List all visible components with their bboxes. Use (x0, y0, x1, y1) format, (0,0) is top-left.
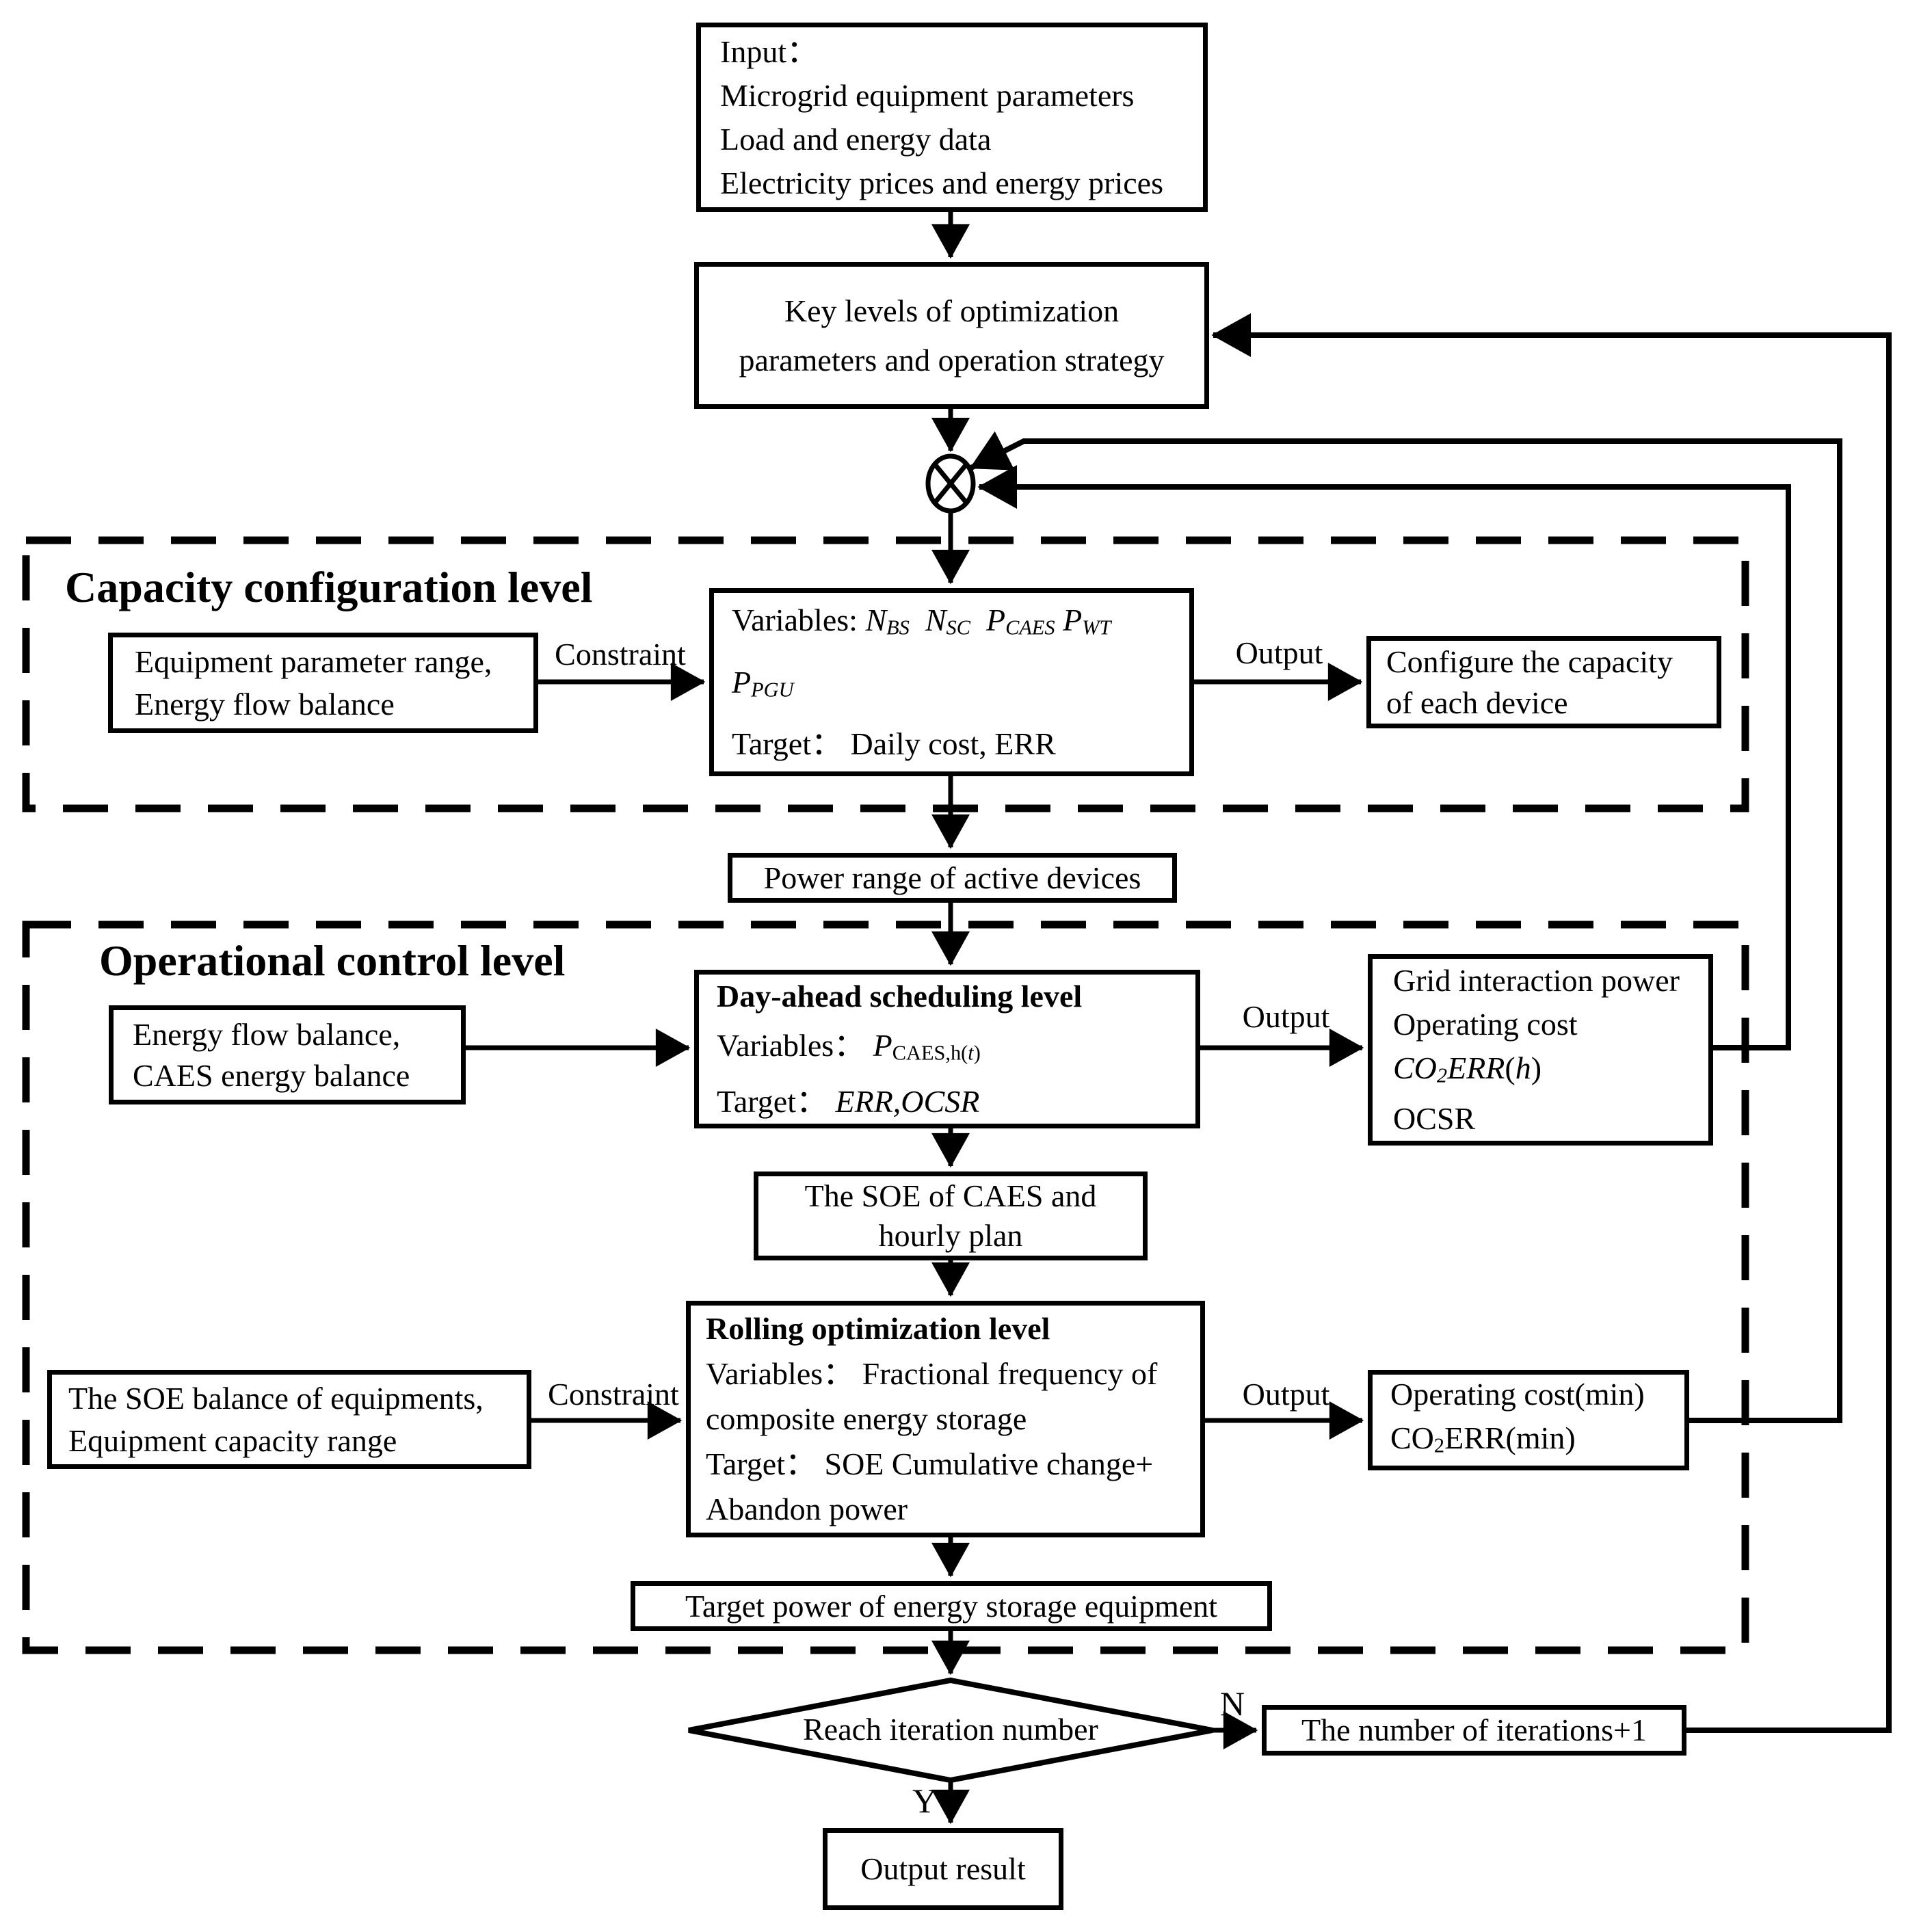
feedback-opcost-to-junction (969, 431, 1842, 1423)
capacity-dashed-region (22, 536, 1749, 812)
operating-cost-node: Operating cost(min)CO2ERR(min) (1368, 1370, 1689, 1470)
junction-multiplier-icon (925, 453, 976, 514)
operational-dashed-region (22, 921, 1749, 1654)
feedback-grid-to-junction (977, 465, 1791, 1050)
decision-diamond (688, 1677, 1213, 1784)
constraint-label-capacity: Constraint (555, 637, 686, 672)
decision-no-label: N (1219, 1684, 1245, 1723)
operational-level-title: Operational control level (99, 936, 566, 985)
output-label-dayahead: Output (1242, 999, 1330, 1034)
feedback-loops (969, 313, 1892, 1733)
decision-yes-label: Y (912, 1782, 938, 1820)
power-range-node: Power range of active devices (728, 853, 1177, 903)
output-label-capacity: Output (1235, 635, 1323, 670)
flow-arrows (466, 212, 1364, 1825)
output-label-rolling: Output (1242, 1377, 1330, 1412)
decision-label: Reach iteration number (803, 1712, 1098, 1747)
feedback-iterations-to-keylevels (1211, 313, 1892, 1733)
iterations-node: The number of iterations+1 (1262, 1705, 1686, 1756)
capacity-level-title: Capacity configuration level (65, 563, 593, 611)
target-power-node: Target power of energy storage equipment (631, 1581, 1272, 1631)
dashed-level-regions (22, 536, 1749, 1654)
soe-balance-node: The SOE balance of equipments,Equipment … (47, 1370, 531, 1469)
output-result-node: Output result (823, 1828, 1063, 1910)
equipment-range-node: Equipment parameter range,Energy flow ba… (108, 633, 538, 733)
constraint-label-rolling: Constraint (548, 1377, 679, 1412)
energy-flow-balance-node: Energy flow balance,CAES energy balance (109, 1005, 466, 1104)
